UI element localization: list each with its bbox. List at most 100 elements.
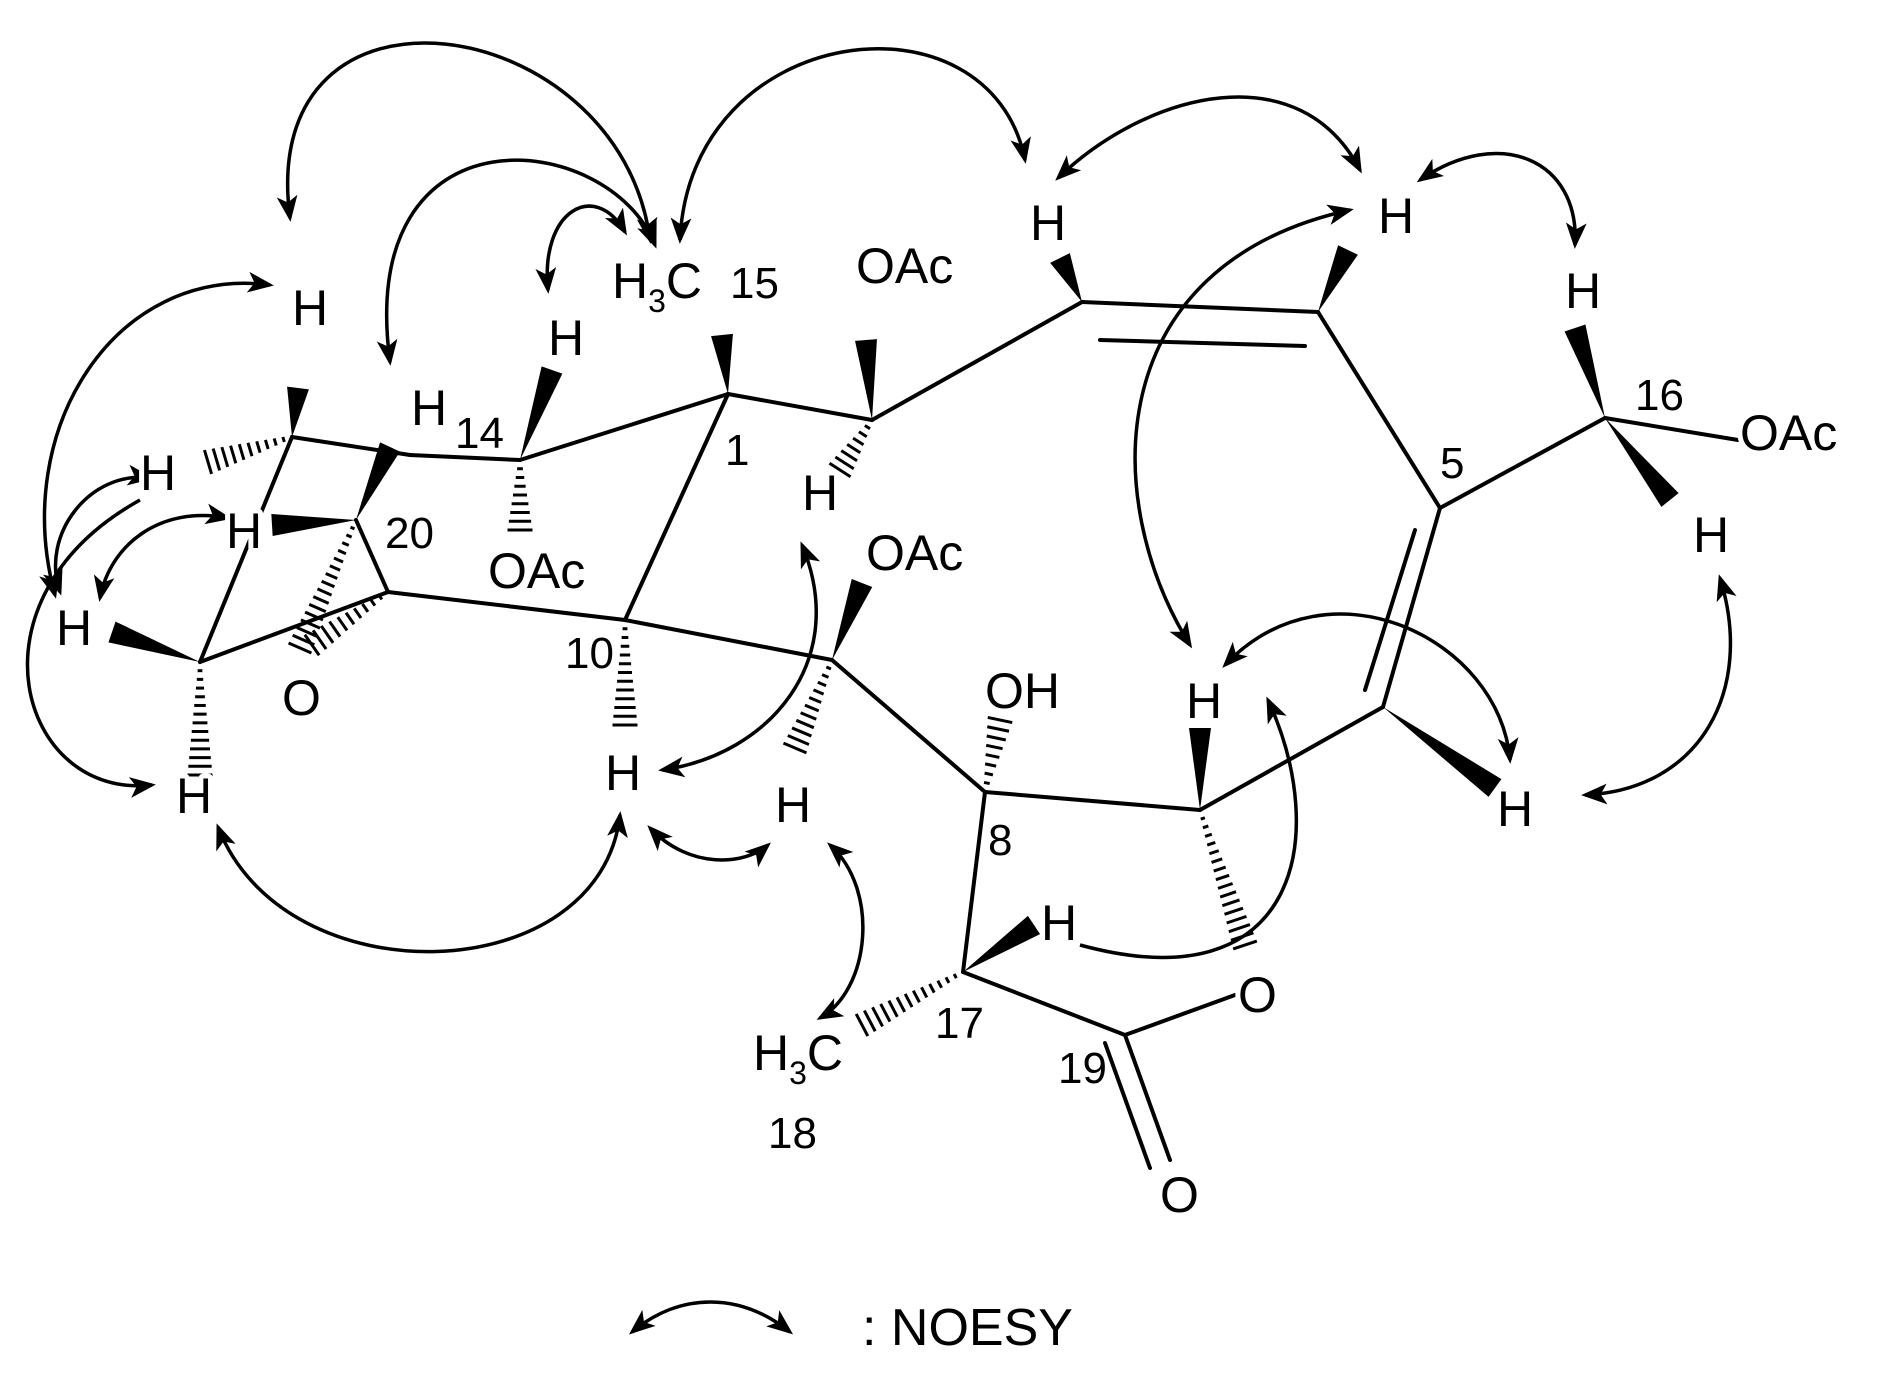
hash-segment [871,1006,884,1028]
hash-segment [1206,840,1216,847]
atom-label: H [1497,781,1533,837]
atom-symbol: OAc [1740,405,1837,461]
atom-label: O [282,670,321,726]
atom-symbol: H [612,253,648,309]
atom-label: H [1378,188,1414,244]
atom-symbol-tail: C [666,253,702,309]
hash-segment [830,658,834,662]
hash-segment [952,973,958,979]
hash-segment [804,703,820,713]
atom-symbol: H [1186,673,1222,729]
atom-number-label: 18 [768,1109,817,1158]
bond-single [623,392,730,622]
atom-symbol: H [176,768,212,824]
hash-segment [1226,914,1247,925]
hash-segment [325,572,338,580]
noesy-correlation-arrow [647,825,771,868]
hash-segment [1224,906,1244,916]
atom-symbol: 15 [730,259,779,308]
bond-hash [854,969,966,1037]
hash-segment [272,438,278,446]
hash-segment [246,442,254,457]
hash-segment [354,518,358,522]
hash-segment [864,424,871,431]
bond-single [518,392,730,462]
atom-number-label: 1 [725,426,749,475]
bond-wedge [711,333,733,394]
atom-label: OAc [866,525,963,581]
bond-single [1098,338,1307,348]
hash-segment [255,440,262,454]
atom-symbol: 1 [725,426,749,475]
hash-segment [846,443,862,455]
atom-label: H [548,310,584,366]
bond-single [354,518,390,594]
hash-segment [349,525,356,531]
hash-segment [290,435,294,439]
atom-symbol: 14 [455,409,504,458]
atom-symbol: H [226,503,262,559]
hash-segment [304,610,324,622]
atom-label: H [292,280,328,336]
hash-segment [1208,849,1220,856]
hash-segment [1215,873,1230,882]
hash-segment [808,696,822,704]
atom-symbol: H [1497,781,1533,837]
hash-segment [229,445,238,464]
noesy-correlation-arrow [376,158,657,366]
bond-single [961,970,1127,1037]
bond-hash [1198,808,1258,951]
bond-single [961,790,987,974]
hash-segment [984,771,994,777]
hash-segment [1221,898,1241,908]
hash-segment [852,436,865,447]
noesy-correlations-layer [25,41,1737,1020]
noesy-correlation-arrow [1079,696,1299,959]
hash-segment [263,439,270,450]
hash-segment [928,983,936,994]
hash-segment [879,1003,892,1023]
bond-hash [187,660,213,777]
atom-symbol: H [802,465,838,521]
bond-wedge [1318,245,1358,312]
bond-single [623,618,834,662]
hash-segment [329,564,341,572]
atom-symbol: H [753,1025,789,1081]
atom-number-label: 15 [730,259,779,308]
hash-segment [220,446,230,468]
atom-label: O [1238,967,1277,1023]
legend-label: : NOESY [862,1299,1073,1357]
hash-segment [912,989,921,1003]
bond-single [726,392,874,422]
hash-segment [986,725,1010,733]
atom-symbol: H [292,280,328,336]
hash-segment [791,726,812,738]
atom-label: H [411,380,447,436]
atom-symbol: O [1238,967,1277,1023]
hash-segment [281,436,286,443]
hash-segment [316,587,333,597]
atom-number-label: 17 [935,999,984,1048]
hash-segment [292,633,315,647]
bond-hash [612,618,638,727]
atom-label: H [1565,263,1601,319]
hash-segment [361,603,370,613]
hash-segment [903,993,914,1008]
bond-wedge [520,366,563,460]
hash-segment [854,1013,870,1037]
bond-single [408,453,522,462]
hash-segment [1213,865,1227,873]
bond-hash [983,715,1013,794]
hash-segment [308,602,327,614]
hash-segment [985,753,1000,759]
atom-symbol: H [1378,188,1414,244]
noesy-correlation-arrow [276,41,658,244]
atom-label: OAc [488,543,585,599]
hash-segment [828,461,852,479]
bond-wedge [1050,253,1082,302]
atom-symbol: OAc [866,525,963,581]
bond-single [830,658,987,794]
bond-wedge [1383,707,1502,797]
hash-segment [341,541,350,547]
